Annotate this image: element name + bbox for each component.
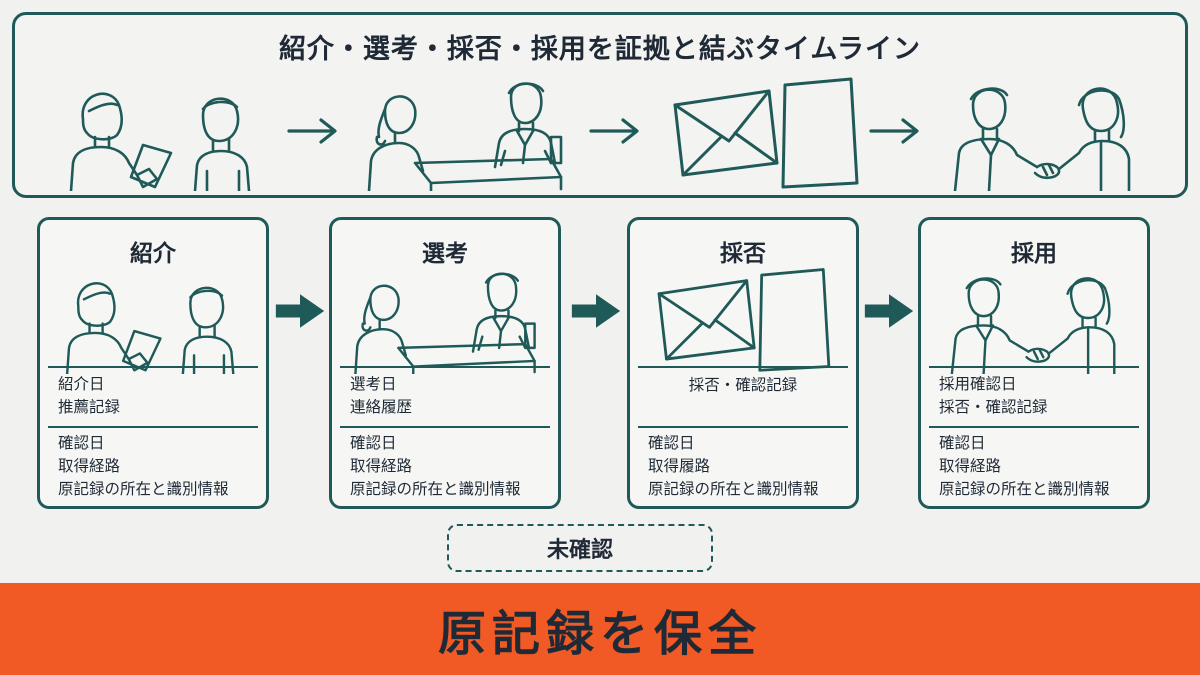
step-title: 採否	[720, 241, 766, 267]
evidence-item: 確認日	[648, 434, 695, 452]
record-item: 連絡履歴	[350, 398, 413, 416]
timeline-overview-panel: 紹介・選考・採否・採用を証拠と結ぶタイムライン	[12, 12, 1188, 198]
interview-desk-icon	[355, 71, 575, 191]
evidence-item: 確認日	[939, 434, 986, 452]
envelope-document-icon	[638, 262, 848, 374]
record-list: 選考日 連絡履歴	[350, 373, 556, 419]
handshake-icon	[933, 71, 1153, 191]
record-list: 採用確認日 採否・確認記録	[939, 373, 1145, 419]
step-title: 紹介	[130, 241, 176, 267]
step-card-referral: 紹介 紹介日 推薦記録 確認日 取得経路 原記録の所在と識別情報	[37, 217, 269, 509]
record-item: 推薦記録	[58, 398, 121, 416]
referral-handover-icon	[53, 71, 273, 191]
evidence-item: 取得経路	[58, 457, 121, 475]
evidence-item: 原記録の所在と識別情報	[939, 480, 1110, 498]
record-item: 選考日	[350, 375, 397, 393]
divider	[929, 426, 1139, 428]
record-list: 紹介日 推薦記録	[58, 373, 264, 419]
record-item: 採否・確認記録	[939, 398, 1048, 416]
step-arrow-icon	[863, 292, 915, 334]
divider	[638, 426, 848, 428]
step-title: 採用	[1011, 241, 1057, 267]
handshake-icon	[929, 262, 1139, 374]
arrow-right-icon	[285, 116, 339, 150]
footer-label: 原記録を保全	[437, 606, 762, 662]
record-item: 採用確認日	[939, 375, 1017, 393]
record-list: 採否・確認記録	[630, 374, 856, 397]
step-card-decision: 採否 採否・確認記録 確認日 取得履路 原記録の所在と識別情報	[627, 217, 859, 509]
evidence-item: 原記録の所在と識別情報	[58, 480, 229, 498]
divider	[48, 366, 258, 368]
divider	[340, 426, 550, 428]
step-arrow-icon	[570, 292, 622, 334]
record-item: 紹介日	[58, 375, 105, 393]
divider	[638, 366, 848, 368]
evidence-item: 取得経路	[939, 457, 1002, 475]
step-card-hiring: 採用 採用確認日 採否・確認記録 確認日 取得経路 原記録の所在と識別情報	[918, 217, 1150, 509]
evidence-list: 確認日 取得履路 原記録の所在と識別情報	[648, 432, 854, 501]
interview-desk-icon	[340, 262, 550, 374]
evidence-item: 原記録の所在と識別情報	[350, 480, 521, 498]
envelope-document-icon	[655, 71, 875, 191]
page-title: 紹介・選考・採否・採用を証拠と結ぶタイムライン	[278, 34, 922, 65]
evidence-list: 確認日 取得経路 原記録の所在と識別情報	[58, 432, 264, 501]
referral-handover-icon	[48, 262, 258, 374]
step-card-screening: 選考 選考日 連絡履歴 確認日 取得経路 原記録の所在と識別情報	[329, 217, 561, 509]
divider	[48, 426, 258, 428]
arrow-right-icon	[587, 116, 641, 150]
step-arrow-icon	[274, 292, 326, 334]
evidence-item: 取得経路	[350, 457, 413, 475]
step-title: 選考	[422, 241, 468, 267]
evidence-item: 確認日	[58, 434, 105, 452]
footer-banner: 原記録を保全	[0, 583, 1200, 675]
unconfirmed-label: 未確認	[546, 538, 613, 563]
evidence-list: 確認日 取得経路 原記録の所在と識別情報	[350, 432, 556, 501]
evidence-list: 確認日 取得経路 原記録の所在と識別情報	[939, 432, 1145, 501]
evidence-item: 確認日	[350, 434, 397, 452]
divider	[340, 366, 550, 368]
record-item: 採否・確認記録	[688, 376, 798, 394]
evidence-item: 原記録の所在と識別情報	[648, 480, 819, 498]
unconfirmed-badge: 未確認	[447, 524, 713, 572]
divider	[929, 366, 1139, 368]
evidence-item: 取得履路	[648, 457, 711, 475]
arrow-right-icon	[867, 116, 921, 150]
